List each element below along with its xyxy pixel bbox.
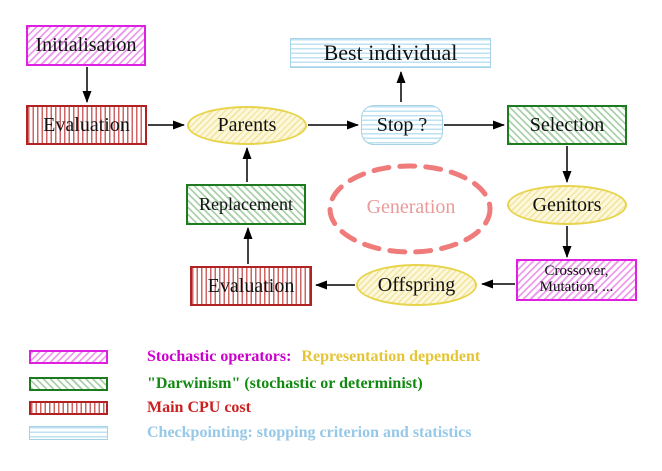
legend-label-cpu-cost: Main CPU cost [147,399,251,416]
node-evaluation-bottom-label: Evaluation [207,274,295,297]
node-stop-label: Stop ? [376,113,428,136]
node-mutation-label: Mutation, ... [539,279,614,295]
legend-label-stochastic-operators: Stochastic operators: [147,348,292,365]
node-offspring: Offspring [356,264,477,306]
node-genitors-label: Genitors [532,193,602,216]
legend-row-stochastic: Stochastic operators: Representation depe… [29,348,480,366]
node-best-individual-label: Best individual [323,40,458,66]
legend-swatch-cyan-stripes [29,426,108,440]
node-initialisation-label: Initialisation [35,34,137,56]
legend-row-checkpointing: Checkpointing: stopping criterion and st… [29,424,471,442]
node-crossover-label: Crossover, [544,263,609,280]
node-evaluation-top: Evaluation [26,105,147,145]
node-replacement-label: Replacement [199,194,293,215]
node-selection: Selection [507,105,627,145]
node-replacement: Replacement [186,184,306,225]
legend-label-checkpointing: Checkpointing: stopping criterion and st… [147,424,472,441]
node-selection-label: Selection [529,113,605,136]
node-evaluation-bottom: Evaluation [190,266,312,306]
legend-row-cpu-cost: Main CPU cost [29,399,251,417]
legend-swatch-green-hatch [29,377,108,391]
node-stop: Stop ? [361,105,443,145]
legend-text-stochastic: Stochastic operators: Representation depe… [147,348,480,366]
node-parents: Parents [187,106,307,145]
node-initialisation: Initialisation [26,25,146,66]
node-best-individual: Best individual [290,38,491,68]
node-evaluation-top-label: Evaluation [43,113,130,136]
legend-label-darwinism: "Darwinism" (stochastic or determinist) [147,375,423,392]
node-crossover-mutation: Crossover, Mutation, ... [516,259,637,301]
legend-label-representation-dependent: Representation dependent [301,348,481,365]
node-parents-label: Parents [217,114,277,136]
legend-swatch-red-stripes [29,401,108,415]
node-offspring-label: Offspring [377,273,456,296]
node-genitors: Genitors [507,185,627,225]
legend-swatch-magenta-hatch [29,350,108,364]
generation-label: Generation [366,196,456,218]
legend-row-darwinism: "Darwinism" (stochastic or determinist) [29,375,423,393]
